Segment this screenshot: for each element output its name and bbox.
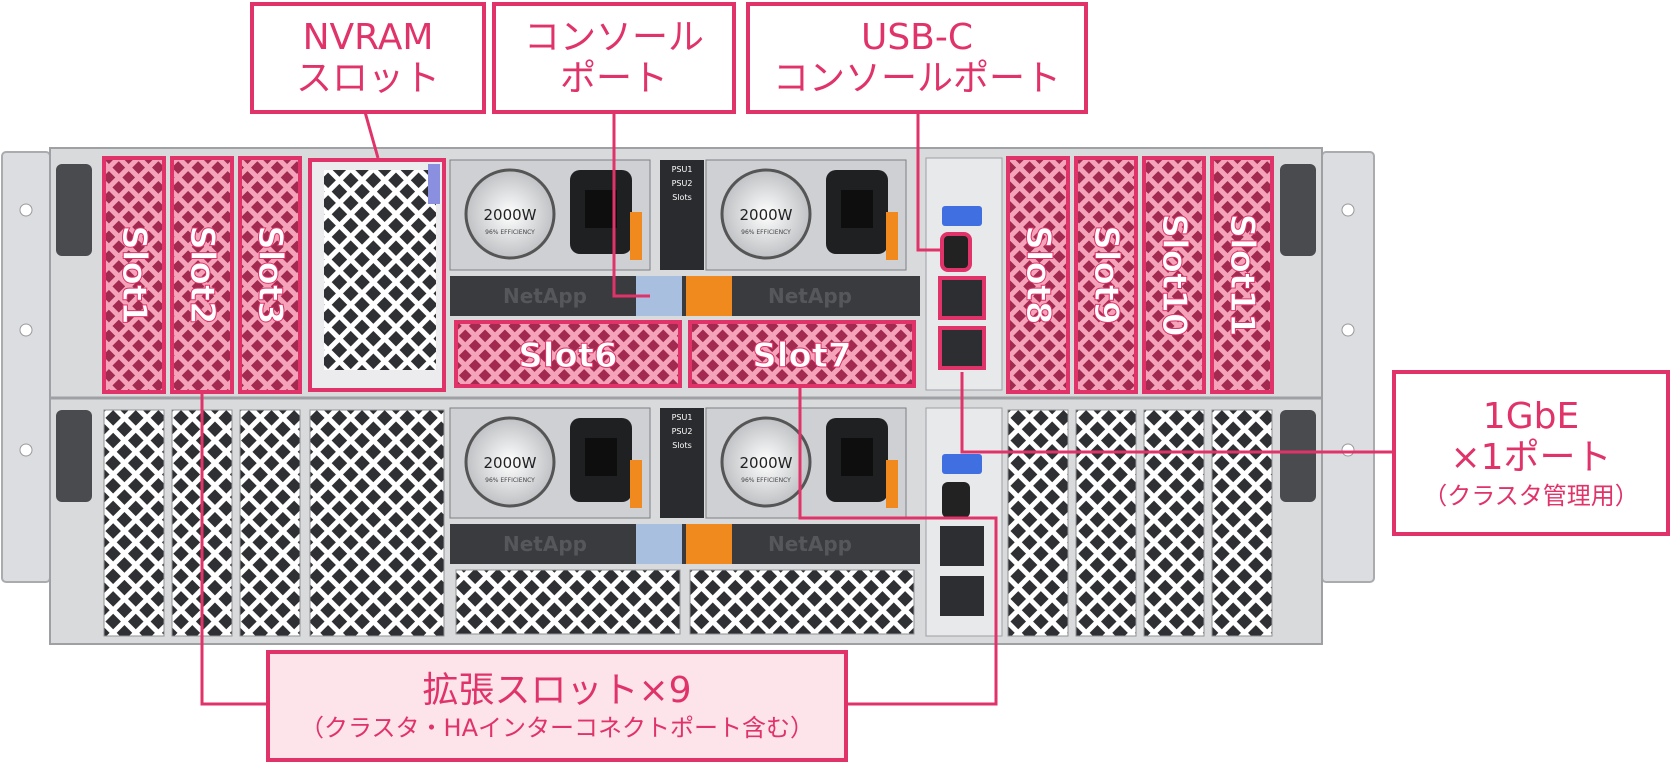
slots-label-upper: Slots <box>672 193 692 202</box>
psu-label-column-upper <box>660 160 704 270</box>
usb-c-port-upper <box>940 232 972 272</box>
gbe-callout: 1GbE ×1ポート （クラスタ管理用） <box>1392 370 1670 536</box>
rj45-port-upper-1 <box>938 276 986 320</box>
slot6-card <box>454 320 682 388</box>
slots-label-lower: Slots <box>672 441 692 450</box>
rj45-port-upper-2 <box>938 326 986 370</box>
slot10-label: Slot10 <box>1154 213 1194 336</box>
handle-right-top <box>1280 164 1316 256</box>
slot11-card <box>1210 156 1274 394</box>
slot8-card <box>1006 156 1070 394</box>
nvram-leader <box>363 111 380 159</box>
console-callout-line1: コンソール <box>523 16 704 58</box>
lower-nvram <box>309 409 445 637</box>
psu1-label-lower: PSU1 <box>672 413 693 422</box>
slot3-card <box>238 156 302 394</box>
brand-upper-2: NetApp <box>768 284 852 308</box>
gbe-leader <box>960 372 1394 454</box>
slot9-label: Slot9 <box>1086 225 1126 324</box>
psu-rating-3: 2000W <box>483 454 536 472</box>
gbe-callout-line2: ×1ポート <box>1450 437 1612 479</box>
expansion-callout-line1: 拡張スロット×9 <box>422 669 692 711</box>
psu-efficiency-3: 96% EFFICIENCY <box>485 477 535 484</box>
psu-rating-4: 2000W <box>739 454 792 472</box>
slot11-label: Slot11 <box>1222 213 1262 336</box>
brand-bar-upper <box>450 276 920 316</box>
psu2-label-lower: PSU2 <box>672 427 693 436</box>
slot9-card <box>1074 156 1138 394</box>
usb-a-port-upper <box>942 206 982 226</box>
expansion-leader-right <box>846 516 998 706</box>
slot10-card <box>1142 156 1206 394</box>
console-leader <box>612 112 650 298</box>
handle-right-bottom <box>1280 410 1316 502</box>
lower-slot-3 <box>239 409 301 637</box>
expansion-callout-line2: （クラスタ・HAインターコネクトポート含む） <box>300 713 814 742</box>
psu-efficiency-2: 96% EFFICIENCY <box>741 229 791 236</box>
expansion-slots-callout: 拡張スロット×9 （クラスタ・HAインターコネクトポート含む） <box>266 650 848 762</box>
lower-slot-1 <box>103 409 165 637</box>
psu-rating-1: 2000W <box>483 206 536 224</box>
usbc-callout-line2: コンソールポート <box>772 58 1061 99</box>
slot6-label: Slot6 <box>518 336 617 376</box>
slot3-label: Slot3 <box>250 225 290 324</box>
gbe-callout-line3: （クラスタ管理用） <box>1423 481 1639 510</box>
handle-left-top <box>56 164 92 256</box>
console-port-callout: コンソール ポート <box>492 2 736 114</box>
usbc-leader <box>916 112 944 252</box>
slot8-label: Slot8 <box>1018 225 1058 324</box>
brand-lower-1: NetApp <box>503 532 587 556</box>
psu-rating-2: 2000W <box>739 206 792 224</box>
handle-left-bottom <box>56 410 92 502</box>
brand-lower-2: NetApp <box>768 532 852 556</box>
brand-bar-lower <box>450 524 920 564</box>
usbc-callout-line1: USB-C <box>860 16 974 58</box>
psu1-label-upper: PSU1 <box>672 165 693 174</box>
expansion-leader-mid <box>798 388 980 520</box>
console-callout-line2: ポート <box>559 58 668 99</box>
psu2-label-upper: PSU2 <box>672 179 693 188</box>
psu-efficiency-4: 96% EFFICIENCY <box>741 477 791 484</box>
usbc-console-callout: USB-C コンソールポート <box>746 2 1088 114</box>
brand-upper-1: NetApp <box>503 284 587 308</box>
slot7-label: Slot7 <box>752 336 851 376</box>
gbe-callout-line1: 1GbE <box>1482 395 1580 437</box>
slot2-label: Slot2 <box>182 225 222 324</box>
slot7-card <box>688 320 916 388</box>
expansion-leader-left <box>200 392 266 706</box>
slot1-card <box>102 156 166 394</box>
leader-lines <box>200 111 1394 706</box>
slot1-label: Slot1 <box>114 225 154 324</box>
nvram-callout-line1: NVRAM <box>302 16 434 58</box>
nvram-callout: NVRAM スロット <box>250 2 486 114</box>
nvram-callout-line2: スロット <box>295 58 440 99</box>
psu-efficiency-1: 96% EFFICIENCY <box>485 229 535 236</box>
